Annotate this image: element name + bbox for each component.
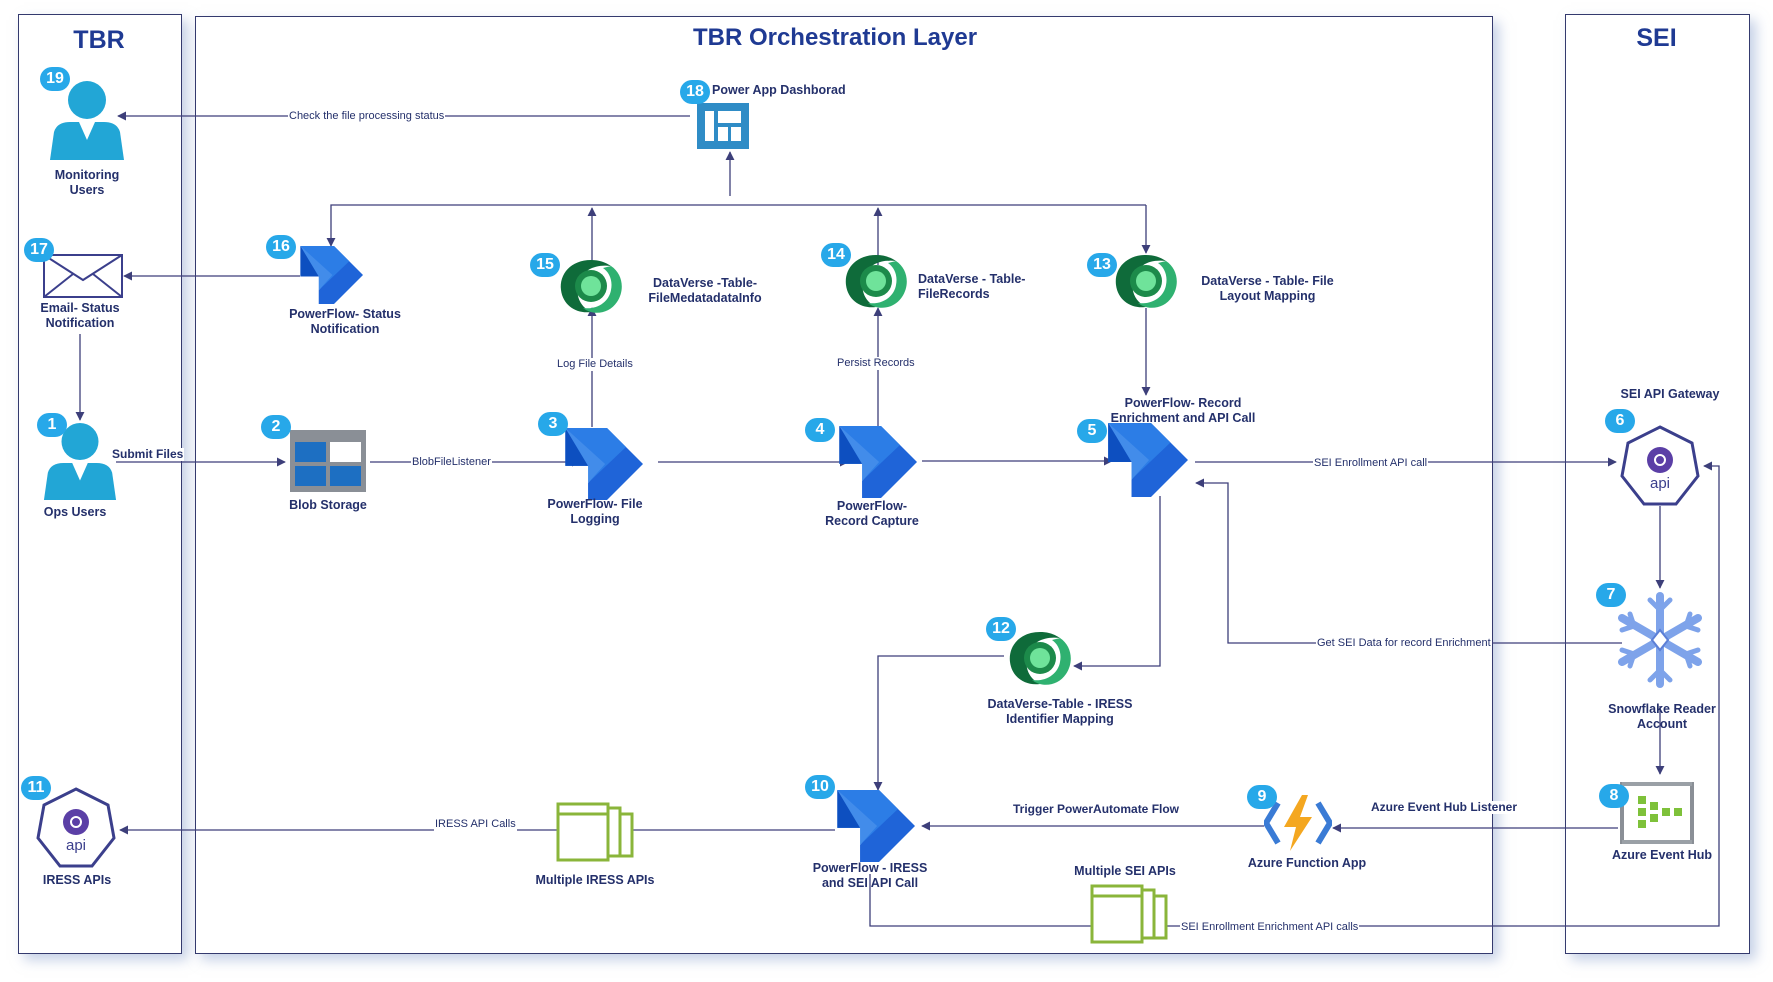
email-status-label: Email- Status Notification: [40, 301, 120, 330]
blob-storage-label: Blob Storage: [289, 498, 367, 512]
edge-label-trigger-flow: Trigger PowerAutomate Flow: [1012, 802, 1181, 816]
dv-layout-mapping-label: DataVerse - Table- File Layout Mapping: [1201, 274, 1334, 303]
pf-status-notification-label: PowerFlow- Status Notification: [289, 307, 401, 336]
badge-5: 5: [1077, 419, 1107, 443]
power-automate-icon: [300, 246, 363, 304]
api-gateway-icon: api: [36, 787, 116, 868]
api-gateway-icon: api: [1620, 425, 1700, 506]
edge-sei-enrichment-calls: [869, 461, 1720, 927]
dv-iress-mapping-label: DataVerse-Table - IRESS Identifier Mappi…: [987, 697, 1133, 726]
dataverse-icon: [1115, 255, 1177, 308]
sei-panel-title: SEI: [1636, 24, 1677, 52]
power-automate-icon: [837, 790, 915, 862]
edge-label-submit-files: Submit Files: [111, 447, 185, 461]
snowflake-icon: [1618, 592, 1702, 688]
power-automate-icon: [565, 428, 643, 500]
user-icon: [50, 81, 124, 160]
badge-3: 3: [538, 412, 568, 436]
badge-10: 10: [805, 775, 835, 799]
pf-record-enrichment-label: PowerFlow- Record Enrichment and API Cal…: [1110, 396, 1256, 425]
badge-17: 17: [24, 238, 54, 262]
edge-iress-map-flow: [873, 655, 1004, 791]
badge-1: 1: [37, 413, 67, 437]
azure-function-icon: [1264, 795, 1332, 851]
stacked-boxes-icon: [1090, 884, 1168, 944]
badge-15: 15: [530, 253, 560, 277]
dv-file-metadata-label: DataVerse -Table- FileMedatadataInfo: [648, 276, 762, 305]
stacked-boxes-icon: [556, 802, 634, 862]
power-app-dashboard-label: Power App Dashborad: [712, 83, 846, 97]
badge-8: 8: [1599, 784, 1629, 808]
edge-label-event-hub-listener: Azure Event Hub Listener: [1370, 800, 1519, 814]
badge-4: 4: [805, 418, 835, 442]
edge-label-iress-api-calls: IRESS API Calls: [434, 818, 517, 831]
badge-6: 6: [1605, 409, 1635, 433]
badge-16: 16: [266, 235, 296, 259]
iress-apis-label: IRESS APIs: [42, 873, 112, 887]
user-icon: [43, 423, 117, 500]
edge-label-persist-records: Persist Records: [836, 357, 916, 370]
edge-enrichment-iress-map: [1073, 496, 1161, 671]
envelope-icon: [43, 254, 123, 298]
dataverse-icon: [1009, 632, 1071, 685]
azure-function-label: Azure Function App: [1247, 856, 1367, 870]
badge-11: 11: [21, 776, 51, 800]
multiple-sei-apis-label: Multiple SEI APIs: [1074, 864, 1176, 878]
monitoring-users-label: Monitoring Users: [54, 168, 120, 197]
edge-status-bus: [326, 204, 1146, 247]
edge-get-sei-data: [1195, 478, 1622, 644]
badge-13: 13: [1087, 253, 1117, 277]
badge-2: 2: [261, 415, 291, 439]
badge-9: 9: [1247, 785, 1277, 809]
badge-14: 14: [821, 243, 851, 267]
pf-record-capture-label: PowerFlow- Record Capture: [825, 499, 919, 528]
multiple-iress-apis-label: Multiple IRESS APIs: [535, 873, 655, 887]
event-hub-label: Azure Event Hub: [1611, 848, 1712, 862]
badge-12: 12: [986, 617, 1016, 641]
badge-18: 18: [680, 80, 710, 104]
ops-users-label: Ops Users: [43, 505, 107, 519]
pf-file-logging-label: PowerFlow- File Logging: [547, 497, 643, 526]
pf-iress-sei-label: PowerFlow - IRESS and SEI API Call: [812, 861, 928, 890]
blob-storage-icon: [290, 430, 366, 492]
badge-7: 7: [1596, 583, 1626, 607]
edge-label-blob-listener: BlobFileListener: [411, 456, 492, 469]
edge-label-sei-enrichment-calls: SEI Enrollment Enrichment API calls: [1180, 921, 1360, 934]
edge-label-sei-enrollment: SEI Enrollment API call: [1313, 457, 1429, 470]
edge-label-log-file-details: Log File Details: [556, 358, 634, 371]
tbr-panel-title: TBR: [73, 26, 125, 54]
badge-19: 19: [40, 67, 70, 91]
svg-text:api: api: [66, 837, 86, 854]
dataverse-icon: [560, 260, 622, 313]
edge-label-get-sei-data: Get SEI Data for record Enrichment: [1316, 637, 1492, 650]
dataverse-icon: [845, 255, 907, 308]
orchestration-panel-title: TBR Orchestration Layer: [692, 24, 978, 51]
svg-text:api: api: [1650, 475, 1670, 492]
dv-file-records-label: DataVerse - Table- FileRecords: [918, 272, 1026, 301]
edge-label-check-status: Check the file processing status: [288, 110, 446, 123]
snowflake-label: Snowflake Reader Account: [1608, 702, 1716, 731]
power-automate-icon: [839, 426, 917, 498]
sei-api-gateway-label: SEI API Gateway: [1620, 387, 1720, 401]
dashboard-icon: [697, 103, 749, 149]
power-automate-icon: [1108, 423, 1188, 497]
event-hub-icon: [1620, 782, 1694, 844]
